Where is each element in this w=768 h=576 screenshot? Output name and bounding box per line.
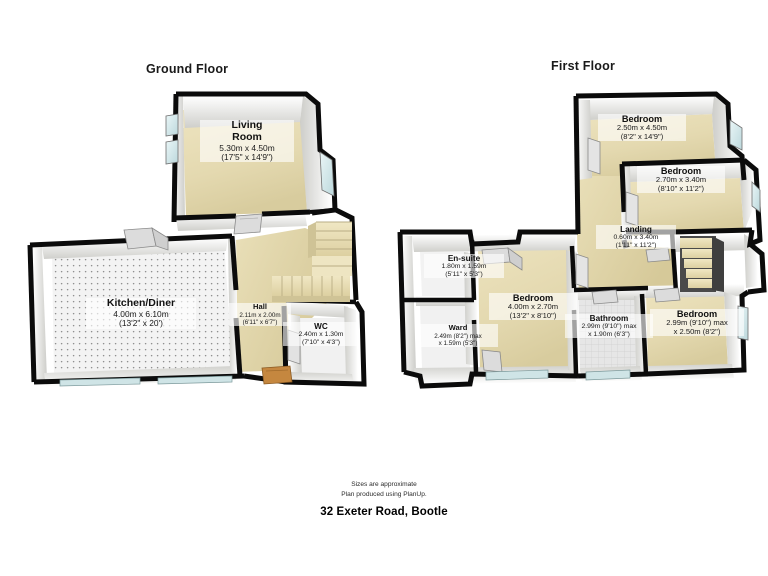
room-kitchen-diner (52, 243, 233, 376)
door-bedroom-top (587, 137, 601, 175)
room-ensuite (420, 252, 470, 296)
property-address: 32 Exeter Road, Bootle (320, 506, 448, 519)
door-master-bedroom (575, 253, 589, 289)
ground-floor-plan (27, 91, 367, 387)
window-bedroom-second (751, 181, 761, 213)
first-floor-plan (397, 91, 767, 389)
disclaimer-line-2: Plan produced using PlanUp. (341, 490, 427, 498)
footer: Sizes are approximate Plan produced usin… (0, 480, 768, 518)
room-wc (300, 318, 350, 380)
room-bathroom (578, 298, 636, 372)
staircase-ground (272, 221, 352, 302)
window-master-rear (485, 369, 549, 381)
room-bedroom-right (646, 294, 728, 370)
window-bathroom-rear (585, 369, 631, 381)
door-ward (481, 349, 503, 373)
front-door (261, 365, 293, 385)
door-bedroom-right (653, 287, 681, 303)
door-bedroom-second (625, 191, 639, 227)
door-bathroom (591, 289, 619, 305)
window-living-bay (319, 151, 335, 197)
window-bedroom-top (729, 119, 743, 151)
window-living-left (165, 113, 179, 165)
window-bedroom-right (737, 305, 749, 341)
room-ward (420, 306, 470, 368)
staircase-first (680, 236, 724, 292)
disclaimer-line-1: Sizes are approximate (351, 481, 417, 488)
door-kitchen (123, 227, 169, 251)
room-bedroom-second (630, 178, 744, 236)
ground-floor-title: Ground Floor (146, 62, 229, 76)
window-kitchen-rear (59, 375, 233, 387)
door-landing-stairs (645, 247, 671, 263)
door-living-hall (233, 213, 263, 235)
first-floor-title: First Floor (551, 59, 616, 73)
door-wc (287, 329, 301, 365)
